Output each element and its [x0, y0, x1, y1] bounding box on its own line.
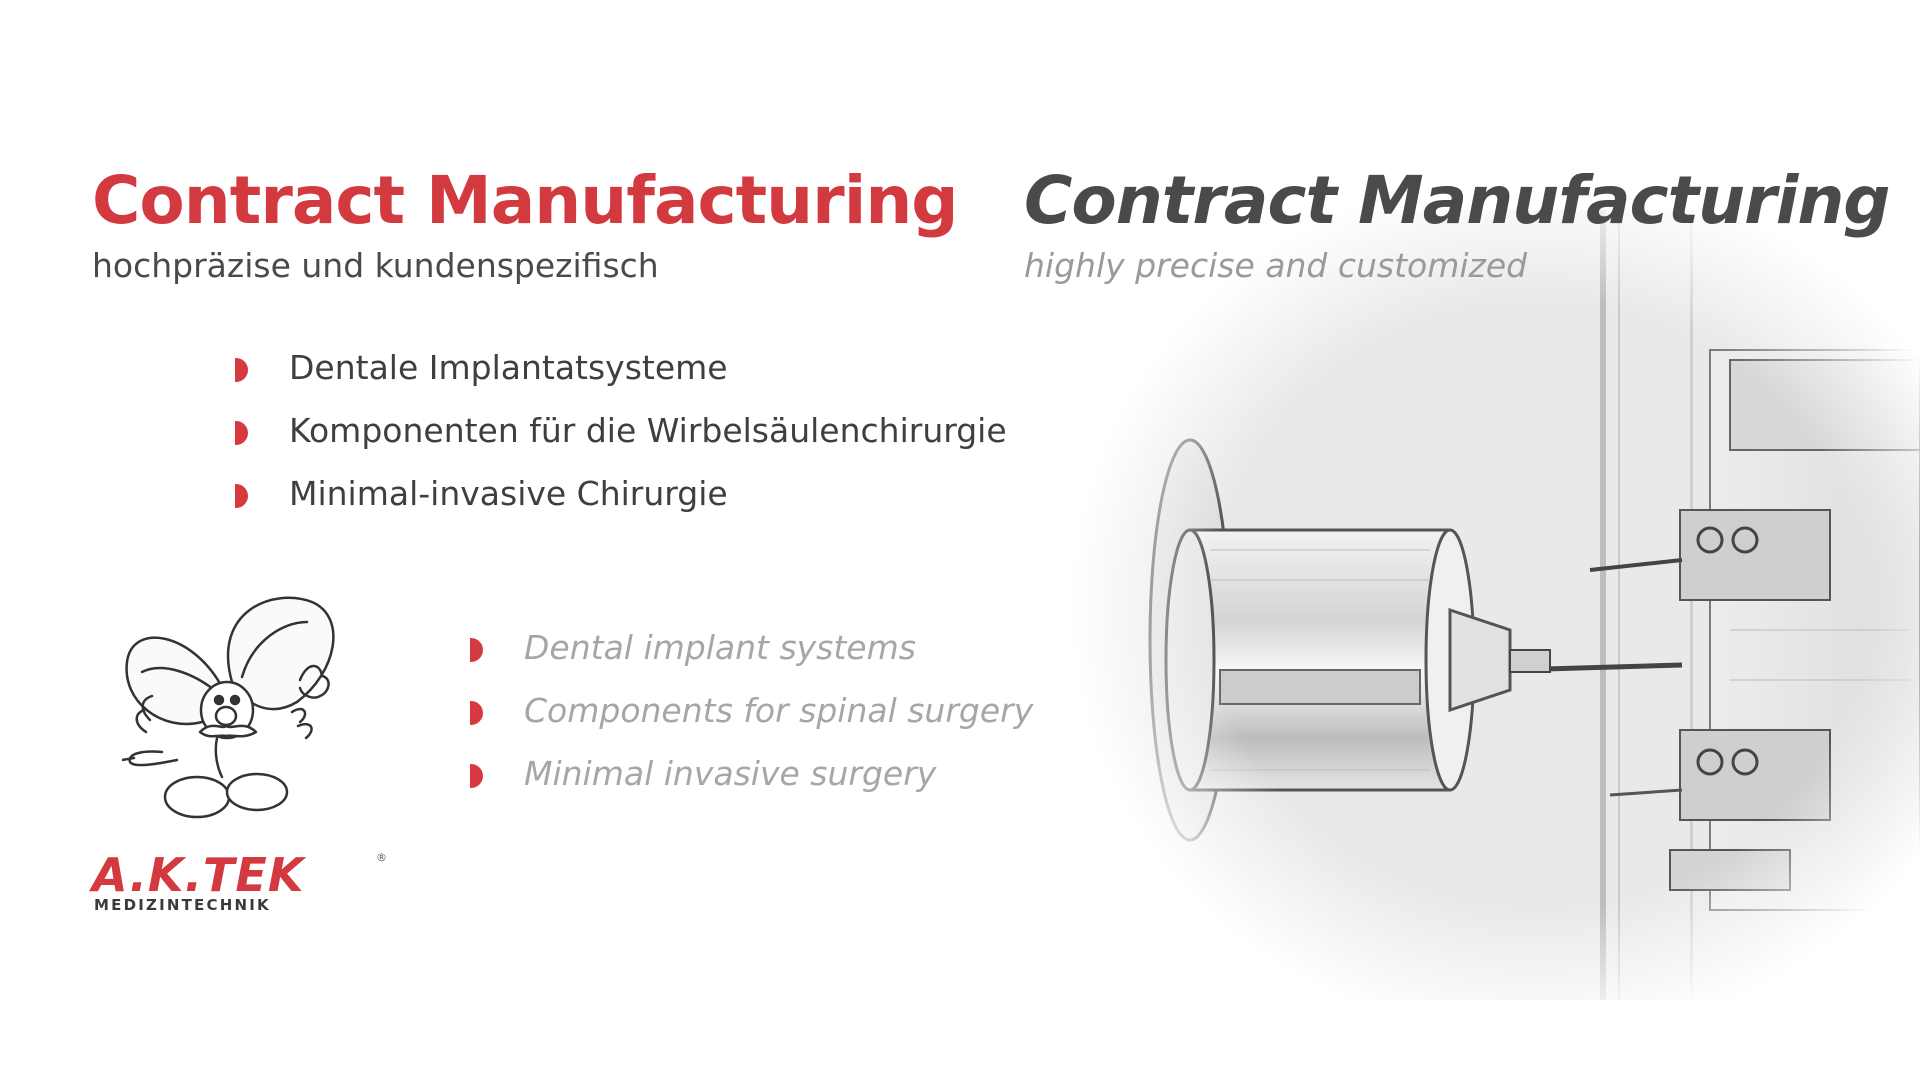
bullet-icon: [235, 358, 248, 382]
list-item: Dental implant systems: [470, 628, 1033, 693]
list-item-label: Minimal-invasive Chirurgie: [289, 474, 728, 513]
list-item-label: Components for spinal surgery: [524, 691, 1034, 730]
list-item-label: Komponenten für die Wirbelsäulenchirurgi…: [289, 411, 1007, 450]
title-german: Contract Manufacturing: [92, 162, 959, 239]
title-english: Contract Manufacturing: [1024, 162, 1891, 239]
list-item: Dentale Implantatsysteme: [235, 348, 1007, 413]
bullet-icon: [235, 421, 248, 445]
list-item: Komponenten für die Wirbelsäulenchirurgi…: [235, 411, 1007, 476]
mascot-icon: [122, 596, 335, 819]
cnc-machine-illustration: [1070, 210, 1920, 1000]
list-item-label: Dental implant systems: [524, 628, 916, 667]
subtitle-english: highly precise and customized: [1024, 246, 1528, 285]
list-item: Minimal-invasive Chirurgie: [235, 474, 1007, 539]
list-item-label: Dentale Implantatsysteme: [289, 348, 728, 387]
company-logo: A.K.TEK ® MEDIZINTECHNIK: [92, 852, 392, 922]
list-item: Minimal invasive surgery: [470, 754, 1033, 819]
logo-wordmark: A.K.TEK: [92, 848, 305, 902]
bullet-icon: [470, 764, 483, 788]
registered-mark: ®: [376, 851, 387, 864]
bullet-icon: [470, 701, 483, 725]
subtitle-german: hochpräzise und kundenspezifisch: [92, 246, 659, 285]
logo-tagline: MEDIZINTECHNIK: [94, 896, 271, 914]
list-item-label: Minimal invasive surgery: [524, 754, 937, 793]
list-german: Dentale Implantatsysteme Komponenten für…: [235, 348, 1007, 539]
bullet-icon: [470, 638, 483, 662]
bullet-icon: [235, 484, 248, 508]
list-item: Components for spinal surgery: [470, 691, 1034, 756]
list-english: Dental implant systems Components for sp…: [470, 628, 1034, 819]
